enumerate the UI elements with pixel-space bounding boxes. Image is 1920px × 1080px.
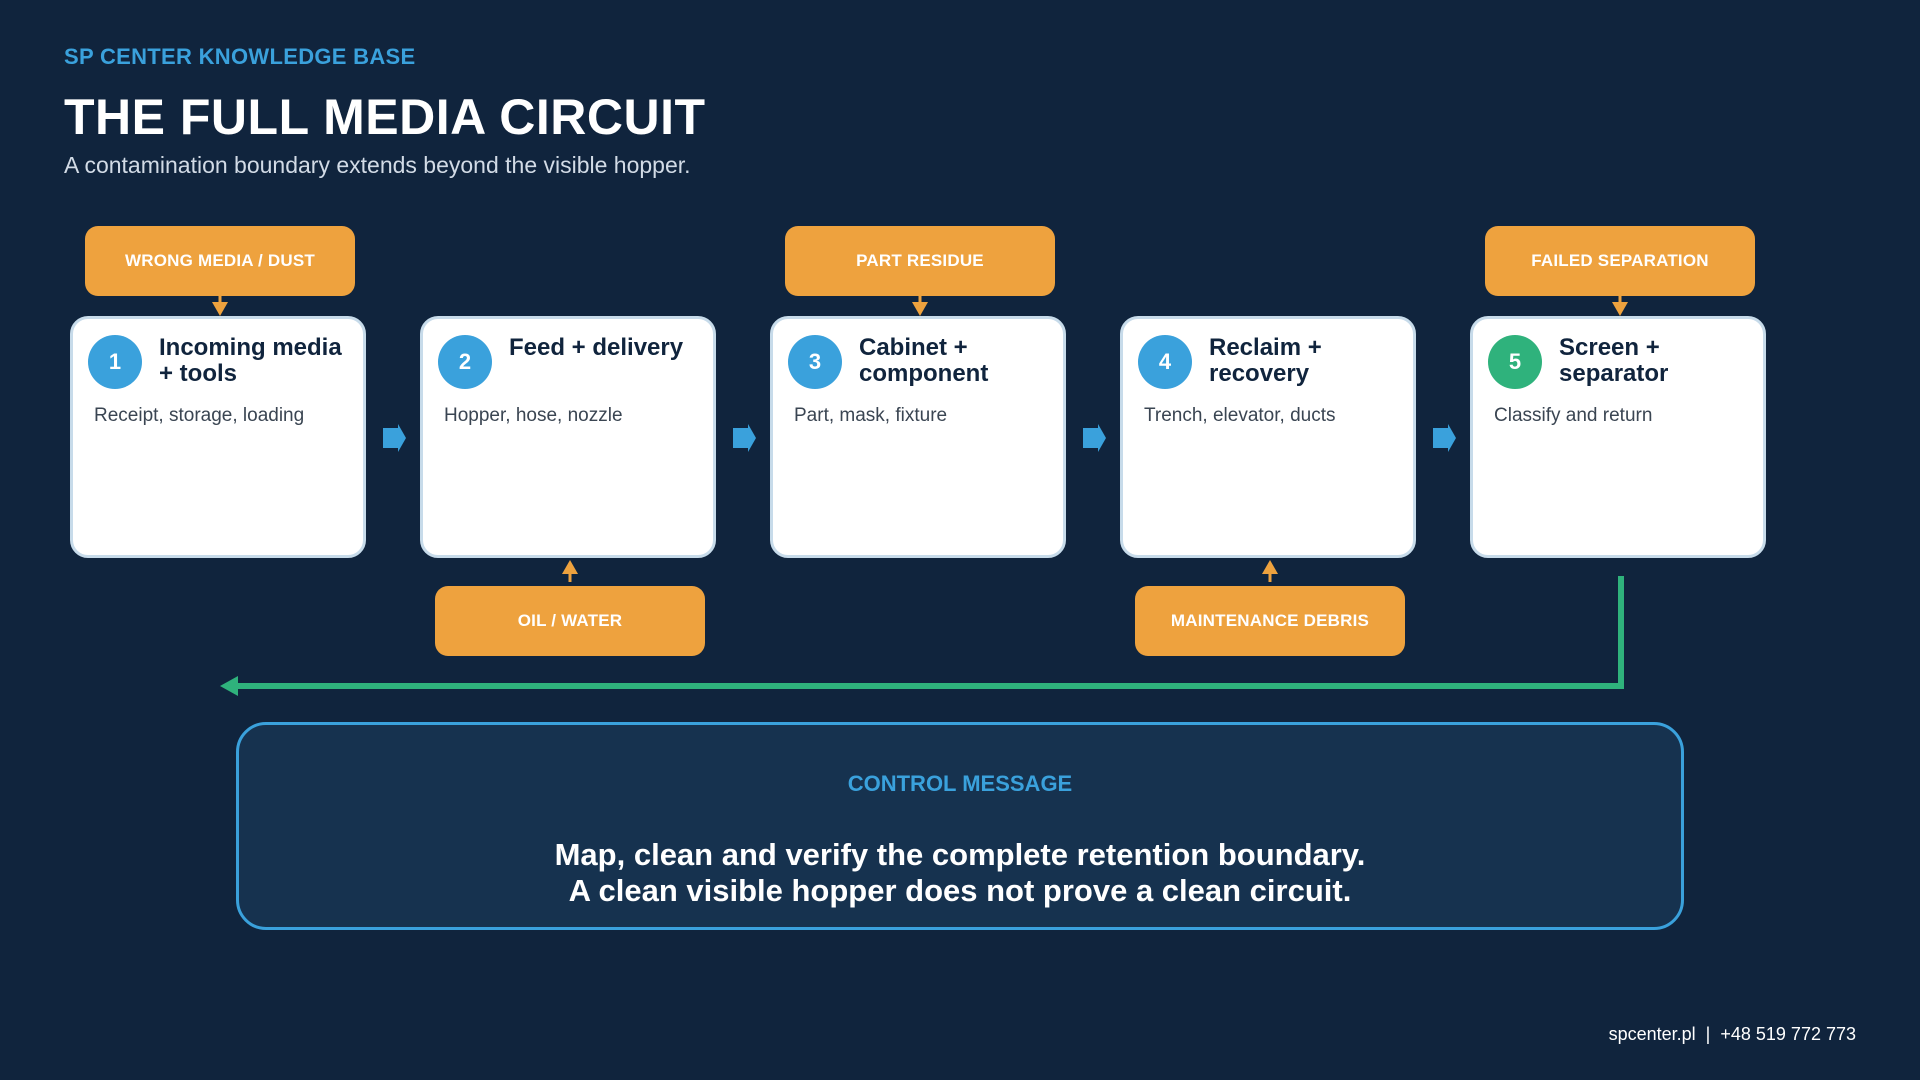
stage-card-4: 4 Reclaim + recovery Trench, elevator, d… [1120, 316, 1416, 558]
stage-card-2: 2 Feed + delivery Hopper, hose, nozzle [420, 316, 716, 558]
stage-number-badge: 4 [1138, 335, 1192, 389]
stage-number-badge: 2 [438, 335, 492, 389]
stage-title: Feed + delivery [509, 334, 684, 361]
stage-description: Classify and return [1494, 405, 1653, 426]
stage-title: Reclaim + recovery [1209, 334, 1322, 387]
stage-description: Receipt, storage, loading [94, 405, 305, 426]
page-title: THE FULL MEDIA CIRCUIT [64, 89, 706, 145]
entry-arrow-2 [562, 560, 578, 574]
stage-number-badge: 1 [88, 335, 142, 389]
control-message-panel: CONTROL MESSAGE Map, clean and verify th… [236, 722, 1684, 930]
stage-number-badge: 5 [1488, 335, 1542, 389]
contamination-tag-maintenance-debris: MAINTENANCE DEBRIS [1135, 586, 1405, 656]
stage-number-badge: 3 [788, 335, 842, 389]
footer-contact: spcenter.pl | +48 519 772 773 [1608, 1024, 1856, 1044]
stage-title: Cabinet + component [859, 334, 989, 387]
flow-arrow-1-2 [383, 424, 406, 452]
stage-description: Part, mask, fixture [794, 405, 948, 426]
flow-arrow-2-3 [733, 424, 756, 452]
return-loop-arrowhead [220, 676, 238, 696]
entry-arrow-1 [212, 302, 228, 316]
stage-card-1: 1 Incoming media + tools Receipt, storag… [70, 316, 366, 558]
page-subtitle: A contamination boundary extends beyond … [64, 152, 691, 178]
contamination-tag-failed-separation: FAILED SEPARATION [1485, 226, 1755, 296]
stage-description: Hopper, hose, nozzle [444, 405, 623, 426]
contamination-tag-wrong-media: WRONG MEDIA / DUST [85, 226, 355, 296]
kicker: SP CENTER KNOWLEDGE BASE [64, 44, 416, 69]
entry-arrow-4 [1262, 560, 1278, 574]
flow-arrow-3-4 [1083, 424, 1106, 452]
contamination-tag-oil-water: OIL / WATER [435, 586, 705, 656]
flow-arrow-4-5 [1433, 424, 1456, 452]
entry-arrow-5 [1612, 302, 1628, 316]
stage-description: Trench, elevator, ducts [1144, 405, 1336, 426]
entry-arrow-3 [912, 302, 928, 316]
control-message-line-1: Map, clean and verify the complete reten… [554, 837, 1366, 872]
stage-card-3: 3 Cabinet + component Part, mask, fixtur… [770, 316, 1066, 558]
stage-card-5: 5 Screen + separator Classify and return [1470, 316, 1766, 558]
control-message-line-2: A clean visible hopper does not prove a … [568, 873, 1352, 908]
stage-title: Screen + separator [1559, 334, 1669, 387]
stage-title: Incoming media + tools [159, 334, 342, 387]
control-message-label: CONTROL MESSAGE [847, 771, 1073, 796]
contamination-tag-part-residue: PART RESIDUE [785, 226, 1055, 296]
